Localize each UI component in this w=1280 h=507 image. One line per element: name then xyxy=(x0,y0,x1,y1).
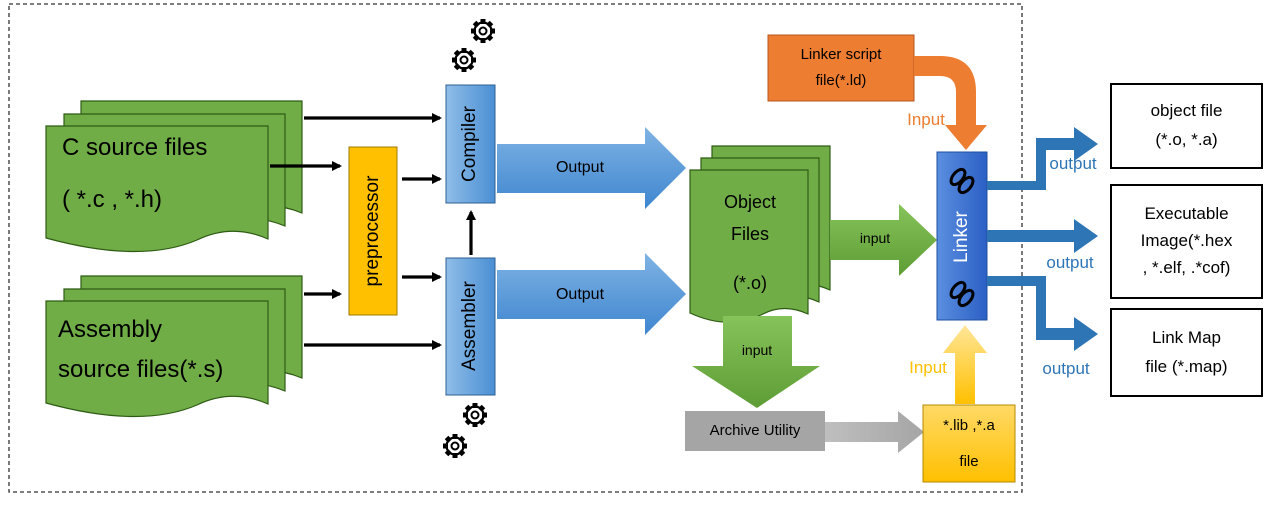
c-source-label: C source files ( *.c , *.h) xyxy=(46,132,246,232)
object-file-output-label: object file (*.o, *.a) xyxy=(1111,84,1262,168)
object-files-stack xyxy=(689,145,831,323)
gear-icon xyxy=(461,401,489,429)
compiler-output-label: Output xyxy=(555,159,605,177)
executable-output-line1: Executable xyxy=(1144,204,1229,224)
lib-file-label: *.lib ,*.a file xyxy=(923,412,1015,476)
compiler-box xyxy=(445,84,496,204)
c-source-line1: C source files xyxy=(62,134,208,161)
linker-script-line2: file(*.ld) xyxy=(815,72,867,89)
executable-output-box xyxy=(1110,184,1263,299)
linker-label: Linker xyxy=(951,211,972,263)
map-output-box xyxy=(1110,308,1263,397)
lib-file-box xyxy=(922,404,1016,483)
object-to-linker-label: input xyxy=(859,229,891,246)
object-files-line2: Files xyxy=(730,224,769,245)
lib-file-line2: file xyxy=(959,453,979,470)
object-to-archive-label: input xyxy=(741,341,773,358)
preprocessor-box xyxy=(348,146,398,316)
object-files-line3: (*.o) xyxy=(732,272,767,293)
lib-file-line1: *.lib ,*.a xyxy=(943,416,995,434)
object-file-output-box xyxy=(1110,83,1263,169)
map-output-line2: file (*.map) xyxy=(1145,356,1228,376)
output-arrows xyxy=(987,127,1098,351)
linker-script-box xyxy=(767,34,915,102)
assembly-source-files xyxy=(45,275,303,418)
system-boundary xyxy=(8,3,1023,493)
compiler-label: Compiler xyxy=(459,105,480,183)
assembler-output-arrow xyxy=(497,253,686,335)
gear-icon xyxy=(450,46,478,74)
executable-output-line2: Image(*.hex xyxy=(1140,231,1233,251)
black-arrows xyxy=(270,113,476,350)
executable-output-label: Executable Image(*.hex , *.elf, .*cof) xyxy=(1111,185,1262,298)
assembler-label: Assembler xyxy=(459,281,480,371)
asm-source-label: Assembly source files(*.s) xyxy=(46,314,266,394)
linker-script-line1: Linker script xyxy=(800,45,882,63)
output-map-label: output xyxy=(1042,358,1090,378)
c-source-line2: ( *.c , *.h) xyxy=(62,186,163,214)
linker-script-label: Linker script file(*.ld) xyxy=(768,40,914,96)
object-file-output-line2: (*.o, *.a) xyxy=(1155,130,1218,149)
gear-icon xyxy=(469,17,497,45)
executable-output-line3: , *.elf, .*cof) xyxy=(1142,257,1231,277)
object-file-output-line1: object file xyxy=(1150,101,1223,121)
object-files-label: Object Files (*.o) xyxy=(692,190,808,310)
preprocessor-label: preprocessor xyxy=(362,175,383,287)
linker-script-arrow xyxy=(914,56,987,150)
lib-to-linker-arrow xyxy=(943,325,987,404)
map-output-label: Link Map file (*.map) xyxy=(1111,309,1262,396)
archive-utility-box xyxy=(685,411,825,451)
object-to-archive-arrow xyxy=(692,316,820,408)
output-executable-label: output xyxy=(1046,252,1094,272)
object-files-line1: Object xyxy=(723,192,777,212)
output-object-label: output xyxy=(1049,153,1097,173)
compiler-output-arrow xyxy=(497,127,686,209)
lib-input-label: Input xyxy=(909,357,947,377)
archive-to-lib-arrow xyxy=(825,411,924,453)
map-output-line1: Link Map xyxy=(1152,327,1221,347)
assembler-box xyxy=(445,257,496,396)
gear-icon xyxy=(441,432,469,460)
assembler-output-label: Output xyxy=(555,286,605,304)
archive-utility-label: Archive Utility xyxy=(709,421,801,439)
object-to-linker-arrow xyxy=(830,204,937,276)
asm-source-line1: Assembly xyxy=(58,316,163,343)
asm-source-line2: source files(*.s) xyxy=(58,356,224,384)
linker-script-input-label: Input xyxy=(907,109,945,129)
c-source-files xyxy=(45,100,303,253)
